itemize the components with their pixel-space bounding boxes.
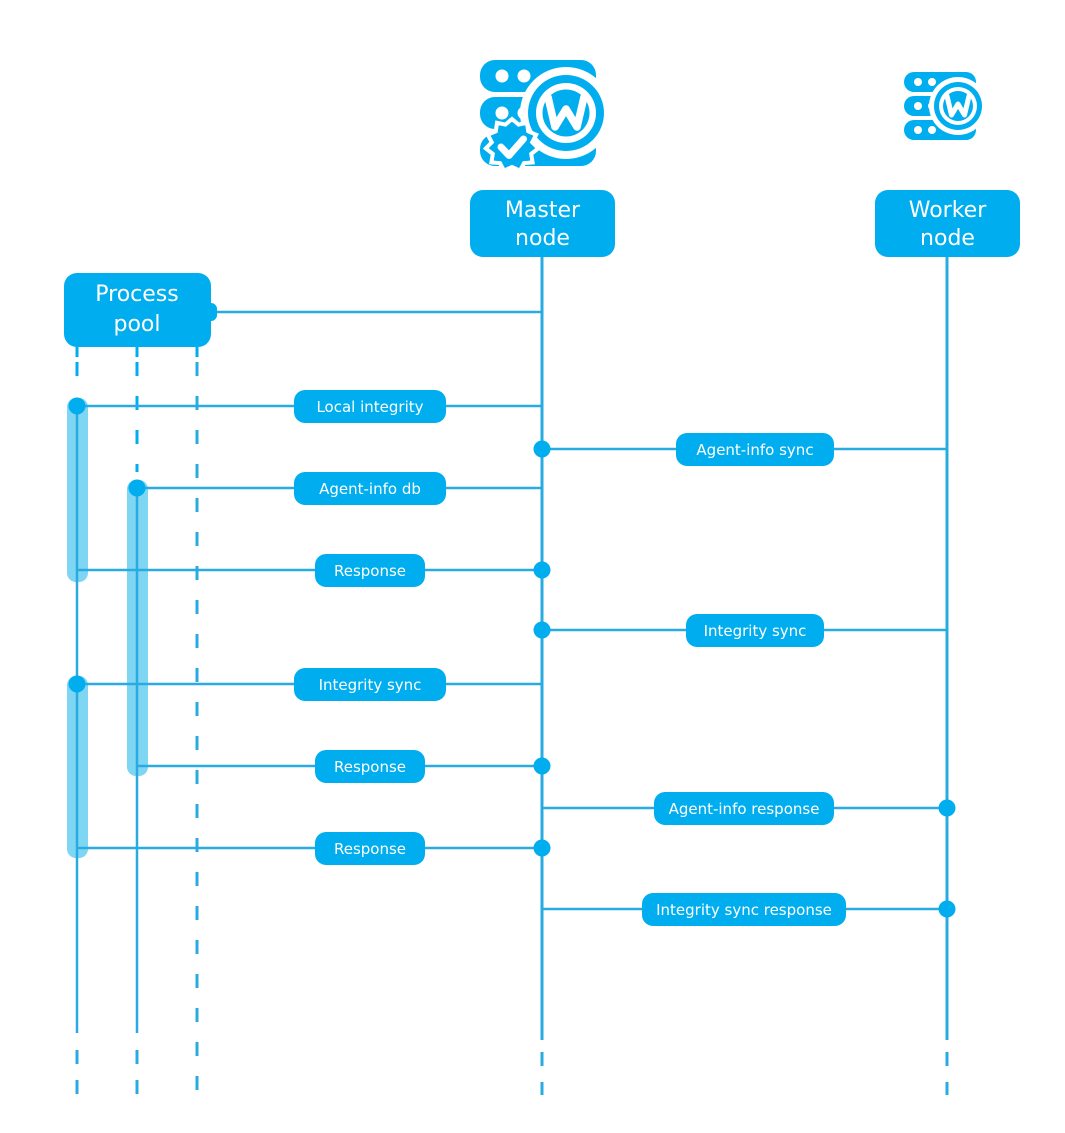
message-label-agent-info-sync[interactable]: Agent-info sync [676, 433, 834, 466]
endpoint-dot-integrity-sync-left-origin [68, 675, 86, 693]
message-label-response-2-bg [315, 750, 425, 783]
message-label-integrity-sync-right[interactable]: Integrity sync [686, 614, 824, 647]
message-label-response-1-bg [315, 554, 425, 587]
message-label-integrity-sync-response-bg [642, 893, 846, 926]
participant-worker-node-label-line1: Worker [909, 198, 987, 223]
message-label-response-1-text: Response [334, 562, 406, 580]
message-label-response-3-text: Response [334, 840, 406, 858]
message-labels-group: Local integrity Agent-info sync Agent-in… [294, 390, 846, 926]
participant-process-pool-connector-nub [203, 303, 217, 321]
message-label-local-integrity-bg [294, 390, 446, 423]
endpoint-dot-agent-info-sync-origin [533, 440, 551, 458]
message-label-agent-info-sync-bg [676, 433, 834, 466]
participant-master-node-label-line2: node [515, 226, 570, 251]
participant-master-node-label-line1: Master [505, 198, 581, 223]
endpoint-dot-response-2-target [533, 757, 551, 775]
lifelines-group [75, 257, 949, 1095]
endpoint-dot-response-3-target [533, 839, 551, 857]
message-label-integrity-sync-left[interactable]: Integrity sync [294, 668, 446, 701]
message-label-agent-info-db-bg [294, 472, 446, 505]
message-label-response-2[interactable]: Response [315, 750, 425, 783]
message-label-agent-info-sync-text: Agent-info sync [696, 441, 813, 459]
message-label-local-integrity[interactable]: Local integrity [294, 390, 446, 423]
participant-master-node-box [470, 190, 615, 257]
worker-server-icon [904, 72, 987, 140]
participant-worker-node-label-line2: node [920, 226, 975, 251]
endpoint-dot-response-1-target [533, 561, 551, 579]
participant-master-node[interactable]: Master node [470, 60, 615, 257]
message-label-agent-info-db-text: Agent-info db [319, 480, 421, 498]
activation-bars-group [67, 398, 148, 858]
participant-process-pool-label-line1: Process [95, 282, 178, 307]
message-endpoint-dots-group [68, 397, 956, 918]
participant-worker-node-box [875, 190, 1020, 257]
endpoint-dot-local-integrity-origin [68, 397, 86, 415]
endpoint-dot-integrity-sync-response-target [938, 900, 956, 918]
message-label-integrity-sync-left-bg [294, 668, 446, 701]
message-label-integrity-sync-response[interactable]: Integrity sync response [642, 893, 846, 926]
message-label-response-3[interactable]: Response [315, 832, 425, 865]
message-label-agent-info-response[interactable]: Agent-info response [654, 792, 834, 825]
message-label-response-3-bg [315, 832, 425, 865]
message-label-agent-info-response-text: Agent-info response [669, 800, 820, 818]
message-label-integrity-sync-response-text: Integrity sync response [656, 901, 832, 919]
master-server-verified-icon [480, 60, 612, 174]
message-label-response-1[interactable]: Response [315, 554, 425, 587]
message-label-integrity-sync-right-bg [686, 614, 824, 647]
participant-process-pool[interactable]: Process pool [64, 273, 217, 347]
endpoint-dot-agent-info-db-origin [128, 479, 146, 497]
participant-worker-node[interactable]: Worker node [875, 72, 1020, 257]
endpoint-dot-integrity-sync-right-origin [533, 621, 551, 639]
participant-process-pool-label-line2: pool [114, 312, 161, 337]
message-label-integrity-sync-right-text: Integrity sync [704, 622, 807, 640]
message-label-integrity-sync-left-text: Integrity sync [319, 676, 422, 694]
message-label-agent-info-db[interactable]: Agent-info db [294, 472, 446, 505]
message-label-agent-info-response-bg [654, 792, 834, 825]
message-label-response-2-text: Response [334, 758, 406, 776]
endpoint-dot-agent-info-response-target [938, 799, 956, 817]
participant-process-pool-box [64, 273, 211, 347]
message-label-local-integrity-text: Local integrity [316, 398, 423, 416]
